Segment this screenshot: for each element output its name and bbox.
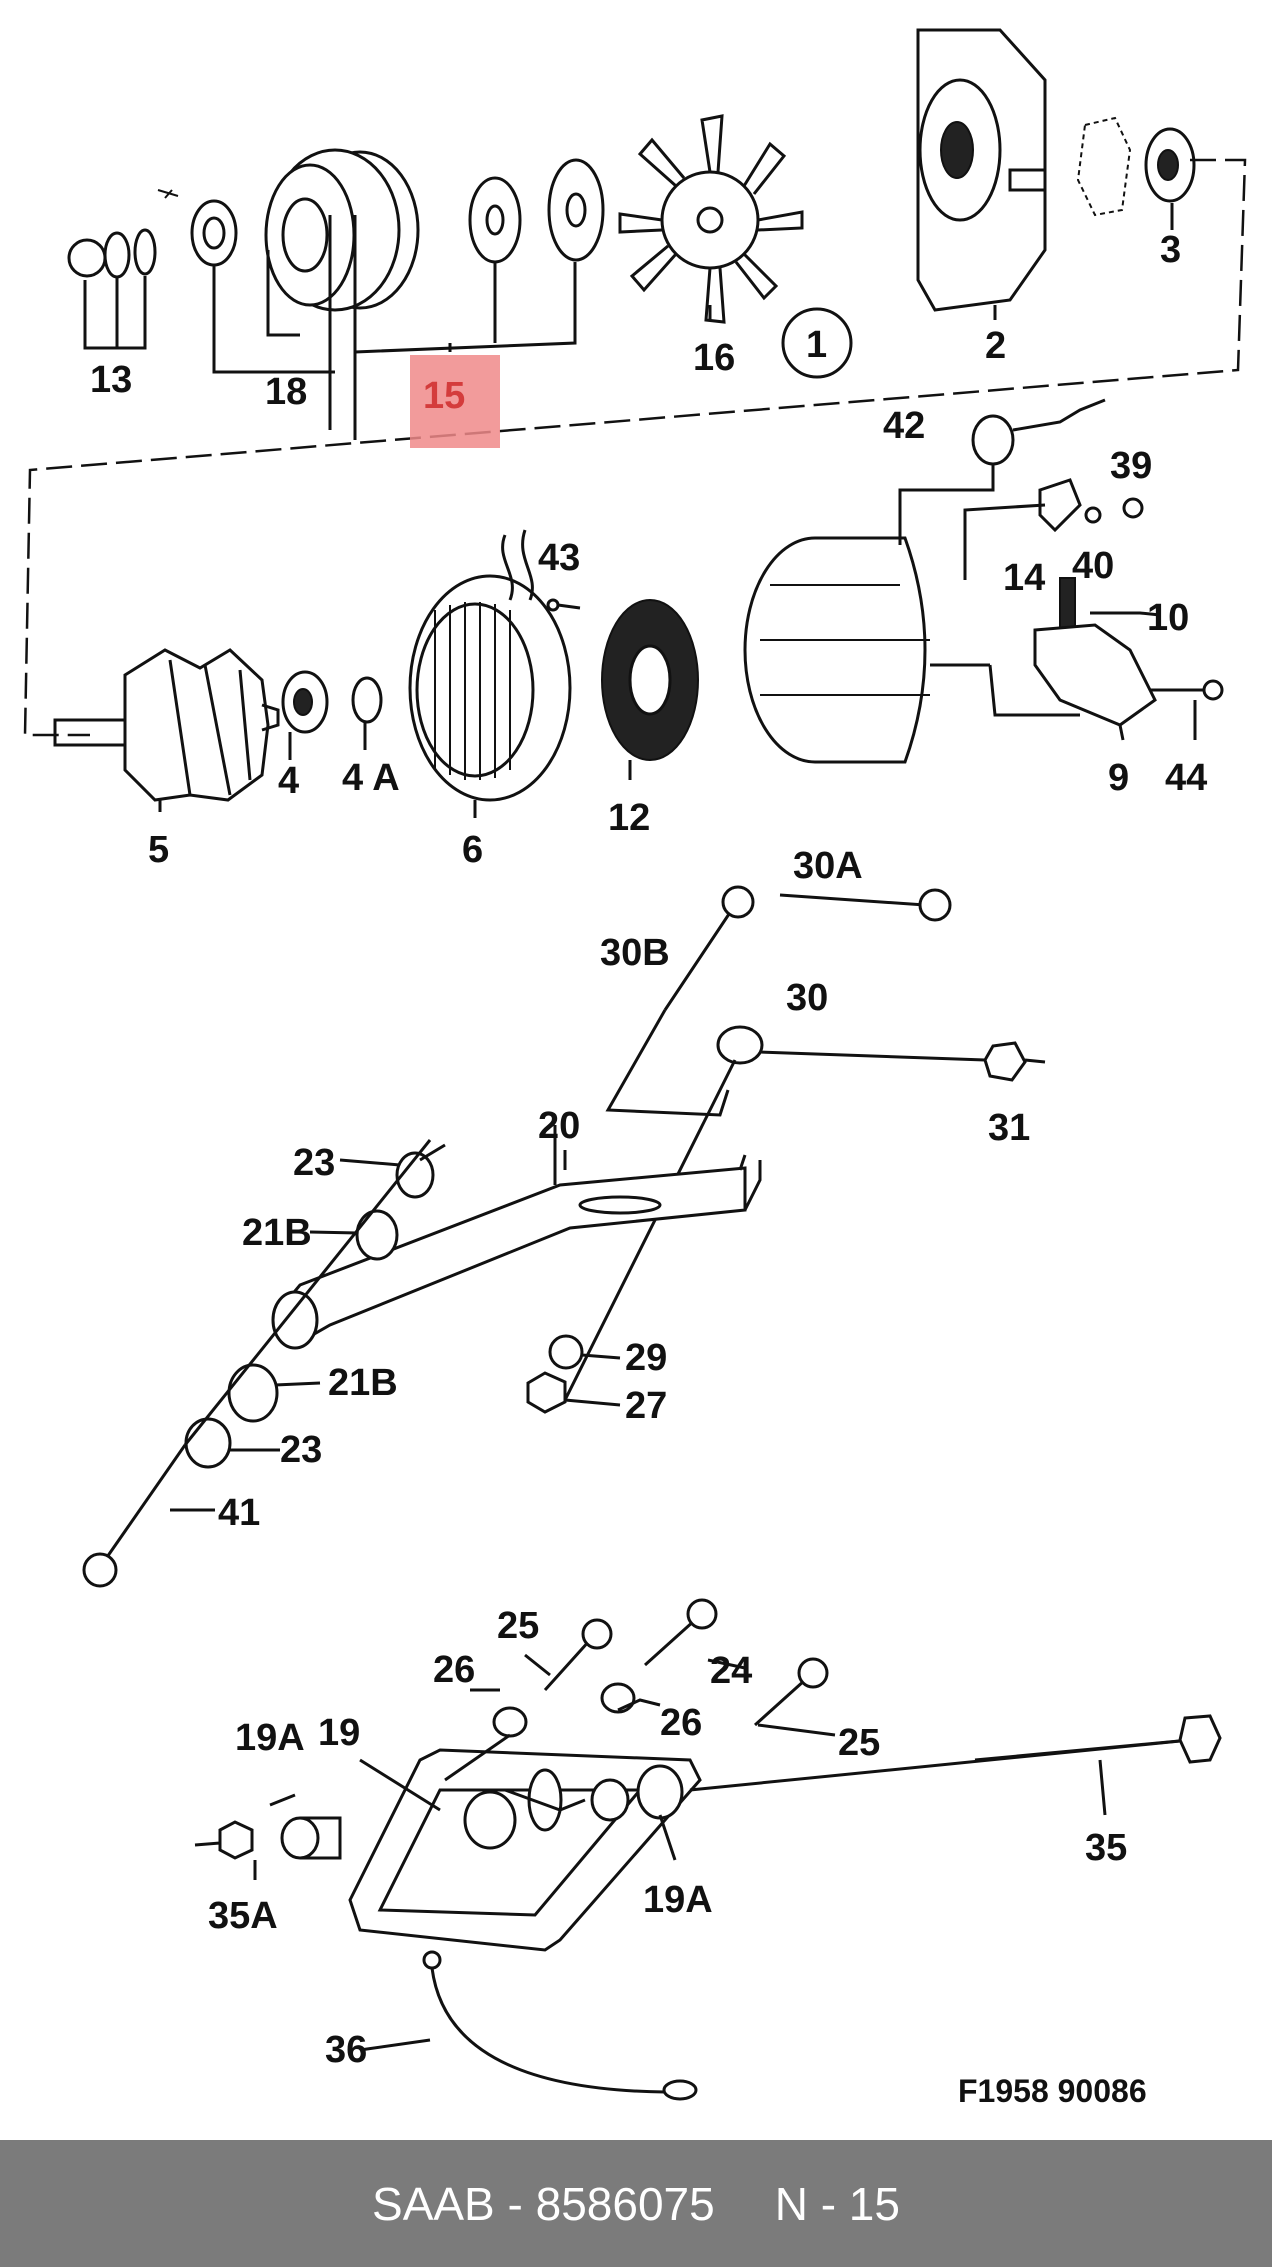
callout-label: 12 [608,797,650,839]
callout-label: 25 [497,1605,539,1647]
callout-label: 4 A [342,757,400,799]
callout-label: 21B [242,1212,312,1254]
callout-labels: 13 18 15 16 1 2 3 42 39 14 40 10 43 4 4 … [90,229,1207,2071]
support-bracket [194,1598,1222,2101]
callout-label: 31 [988,1107,1030,1149]
callout-label: 36 [325,2029,367,2071]
middle-assembly [53,398,1224,818]
top-assembly [23,28,1247,737]
callout-label: 19A [643,1879,713,1921]
callout-label: 39 [1110,445,1152,487]
callout-label: 1 [806,324,827,366]
callout-label: 26 [660,1702,702,1744]
callout-label: 20 [538,1105,580,1147]
callout-label: 2 [985,325,1006,367]
figure-reference: F1958 90086 [958,2073,1147,2109]
callout-label: 19 [318,1712,360,1754]
callout-label-highlighted: 15 [423,375,465,417]
callout-label: 10 [1147,597,1189,639]
callout-label: 18 [265,371,307,413]
callout-label: 14 [1003,557,1045,599]
footer-bar: SAAB - 8586075 N - 15 [0,2140,1272,2267]
callout-label: 25 [838,1722,880,1764]
callout-label: 19A [235,1717,305,1759]
callout-label: 24 [710,1650,752,1692]
callout-label: 42 [883,405,925,447]
callout-label: 41 [218,1492,260,1534]
parts-diagram: 13 18 15 16 1 2 3 42 39 14 40 10 43 4 4 … [23,28,1247,2109]
callout-label: 27 [625,1385,667,1427]
callout-label: 23 [293,1142,335,1184]
callout-label: 29 [625,1337,667,1379]
part-info: SAAB - 8586075 [372,2177,715,2230]
callout-label: 26 [433,1649,475,1691]
callout-label: 13 [90,359,132,401]
callout-label: 23 [280,1429,322,1471]
callout-label: 35A [208,1895,278,1937]
callout-label: 9 [1108,757,1129,799]
highlight-box [410,355,500,448]
callout-label: 44 [1165,757,1207,799]
callout-label: 30 [786,977,828,1019]
page-number: N - 15 [774,2177,900,2230]
callout-label: 43 [538,537,580,579]
callout-label: 40 [1072,545,1114,587]
callout-label: 4 [278,760,299,802]
callout-label: 30A [793,845,863,887]
callout-label: 5 [148,829,169,871]
callout-label: 30B [600,932,670,974]
callout-label: 3 [1160,229,1181,271]
callout-label: 21B [328,1362,398,1404]
callout-label: 35 [1085,1827,1127,1869]
callout-label: 6 [462,829,483,871]
callout-label: 16 [693,337,735,379]
bracket-assembly [82,885,1046,1588]
